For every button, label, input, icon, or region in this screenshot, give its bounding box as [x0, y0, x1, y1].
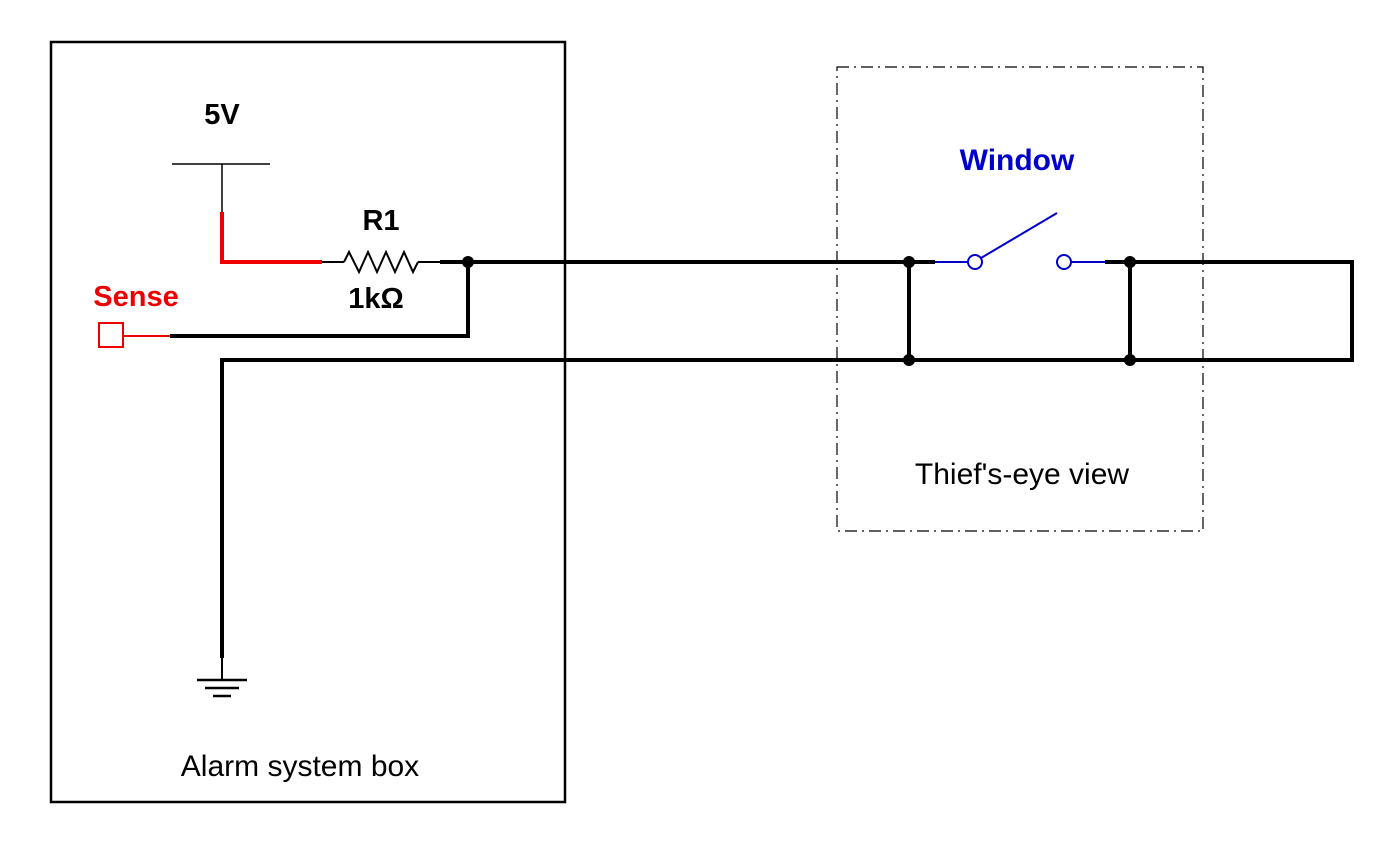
thief-eye-view-box — [836, 66, 1204, 532]
resistor-name-label: R1 — [362, 205, 399, 237]
junction-node — [903, 256, 915, 268]
thief-view-label: Thief's-eye view — [915, 458, 1129, 491]
resistor-r1 — [343, 249, 419, 275]
ground-icon — [197, 678, 247, 698]
switch-label: Window — [960, 144, 1075, 177]
sense-wire — [170, 262, 470, 338]
junction-node — [903, 354, 915, 366]
loop-wire — [1105, 260, 1354, 362]
alarm-box-label: Alarm system box — [181, 750, 419, 783]
sense-label: Sense — [93, 281, 178, 313]
supply-label: 5V — [204, 99, 240, 131]
highlighted-wire — [220, 212, 322, 264]
window-switch — [935, 212, 1105, 270]
alarm-system-box — [49, 40, 567, 804]
bottom-wire — [220, 358, 1130, 658]
resistor-value-label: 1kΩ — [348, 283, 404, 315]
sense-terminal — [98, 322, 124, 348]
